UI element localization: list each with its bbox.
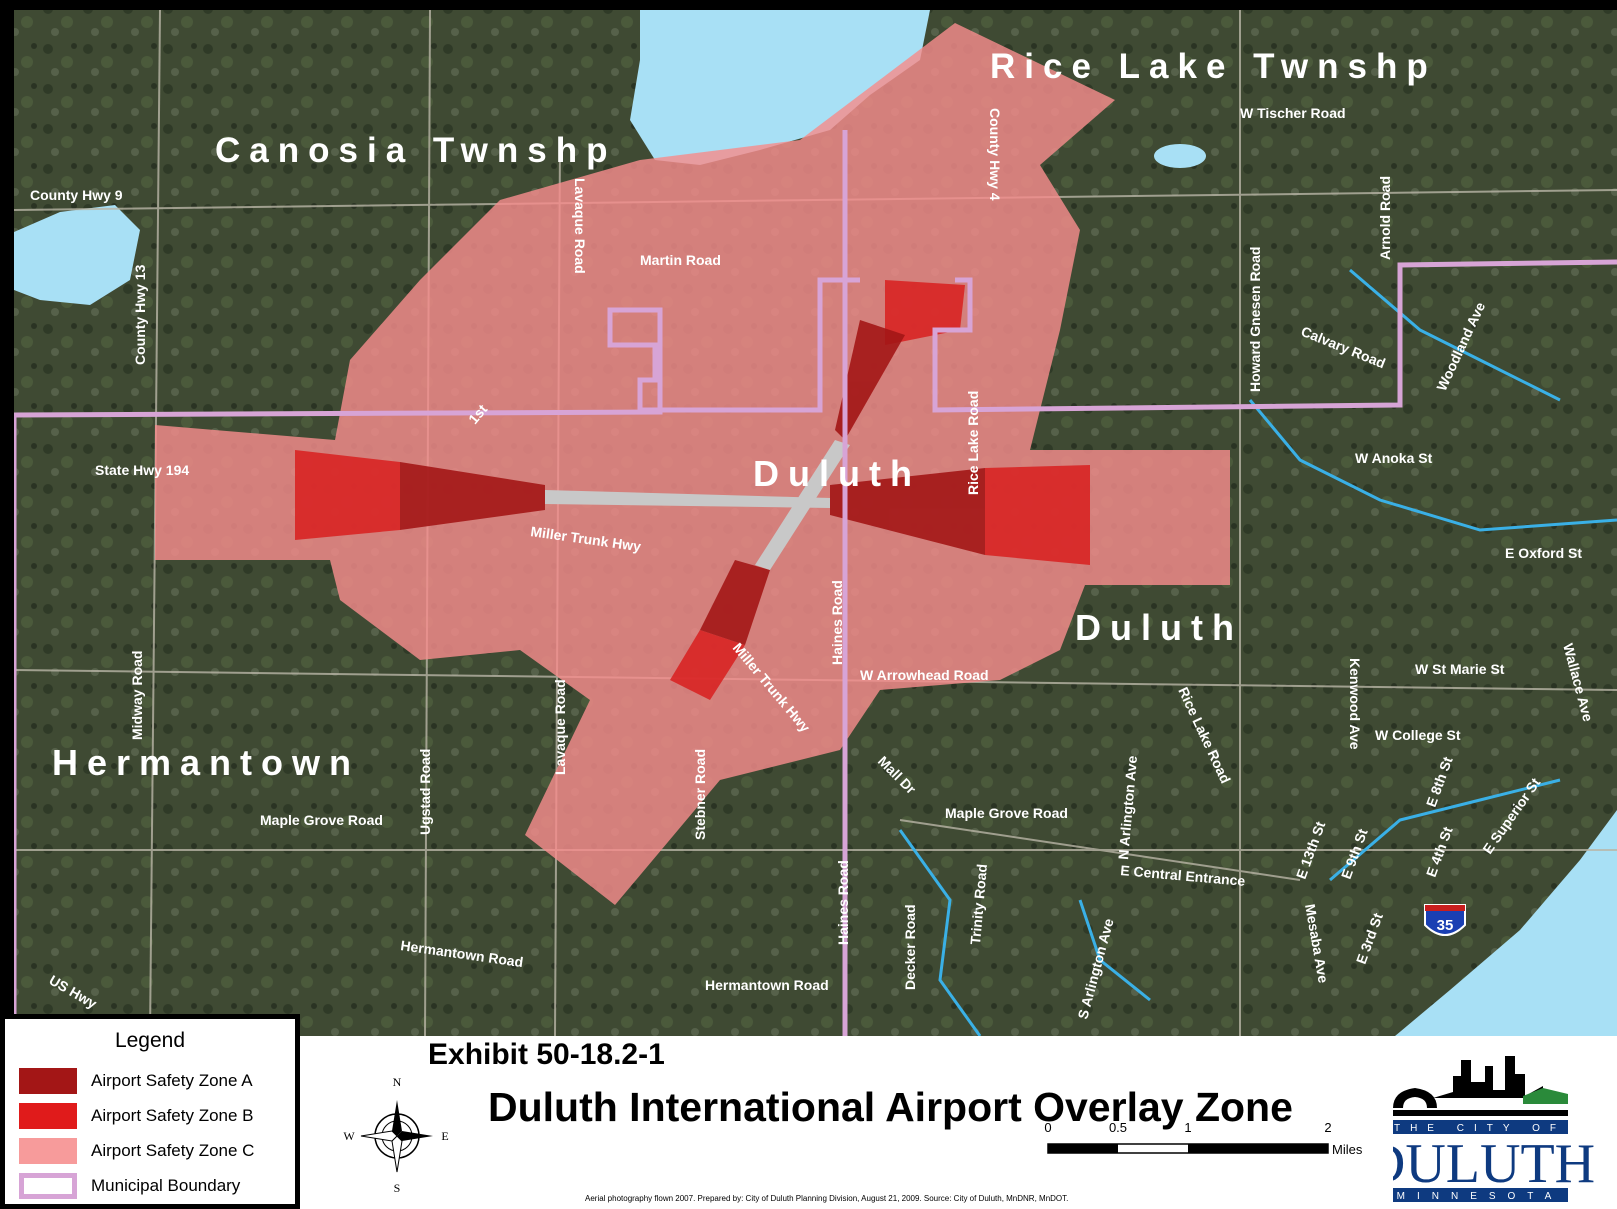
label-duluth-east: Duluth [1075, 607, 1243, 648]
safety-zone-a[interactable] [400, 320, 985, 645]
municipal-boundary[interactable] [14, 130, 1617, 1036]
legend: Legend Airport Safety Zone A Airport Saf… [0, 1014, 300, 1209]
runways [545, 440, 850, 570]
road-label: E Oxford St [1505, 545, 1582, 561]
scale-unit: Miles [1332, 1142, 1363, 1157]
legend-item-municipal-boundary: Municipal Boundary [19, 1172, 240, 1200]
legend-label: Airport Safety Zone A [91, 1071, 253, 1090]
road-label: Arnold Road [1377, 176, 1393, 260]
road-label: W Tischer Road [1240, 105, 1346, 121]
safety-zone-b[interactable] [295, 280, 1090, 700]
legend-item-zone-b: Airport Safety Zone B [19, 1102, 254, 1130]
road-label: State Hwy 194 [95, 462, 189, 478]
road-label: Stebner Road [692, 749, 708, 840]
legend-label: Airport Safety Zone C [91, 1141, 255, 1160]
logo-bottom-text: MINNESOTA [1397, 1191, 1564, 1202]
road-label: W Anoka St [1355, 450, 1433, 466]
lake-superior [1395, 810, 1617, 1036]
road-label: W Arrowhead Road [860, 667, 989, 683]
legend-item-zone-a: Airport Safety Zone A [19, 1067, 253, 1095]
streams [898, 268, 1617, 1036]
road-label: Trinity Road [967, 863, 990, 945]
legend-item-zone-c: Airport Safety Zone C [19, 1137, 254, 1165]
label-hermantown: Hermantown [52, 742, 360, 783]
compass-n: N [393, 1075, 402, 1089]
legend-label: Airport Safety Zone B [91, 1106, 254, 1125]
safety-zone-c[interactable] [155, 23, 1230, 905]
road-label: Maple Grove Road [945, 805, 1068, 821]
legend-swatch-zone-b [19, 1103, 77, 1129]
road-label: W College St [1375, 727, 1461, 743]
road-label: Kenwood Ave [1347, 658, 1363, 750]
compass-w: W [343, 1129, 355, 1143]
scale-tick-2: 2 [1324, 1120, 1331, 1135]
compass-rose-icon: N S E W [343, 1075, 448, 1194]
road-label: Martin Road [640, 252, 721, 268]
compass-e: E [441, 1129, 448, 1143]
road-label: Ugstad Road [417, 749, 433, 835]
road-label: W St Marie St [1415, 661, 1505, 677]
road-label: Maple Grove Road [260, 812, 383, 828]
scale-bar: 0 0.5 1 2 Miles [1044, 1120, 1363, 1157]
label-canosia-twnshp: Canosia Twnshp [215, 131, 617, 170]
small-lake [1154, 144, 1206, 168]
label-rice-lake-twnshp: Rice Lake Twnshp [990, 47, 1437, 86]
aerial-map[interactable]: Canosia Twnshp Rice Lake Twnshp Duluth D… [14, 10, 1617, 1036]
credits-text: Aerial photography flown 2007. Prepared … [585, 1194, 1069, 1203]
legend-label: Municipal Boundary [91, 1176, 241, 1195]
road-label: Lavaque Road [572, 178, 588, 274]
lake-west [14, 205, 140, 305]
road-label: County Hwy 9 [30, 187, 123, 203]
road-label: Haines Road [835, 860, 851, 945]
logo-name: DULUTH [1393, 1133, 1595, 1195]
lake-north [630, 10, 930, 165]
scale-tick-0-5: 0.5 [1109, 1120, 1127, 1135]
city-of-duluth-logo-icon: THE CITY OF DULUTH MINNESOTA [1393, 1056, 1595, 1202]
road-label: Decker Road [902, 904, 918, 990]
legend-swatch-zone-c [19, 1138, 77, 1164]
legend-swatch-boundary [19, 1173, 77, 1199]
road-label: Howard Gnesen Road [1247, 247, 1263, 392]
road-label: Rice Lake Road [965, 391, 981, 495]
interstate-35-label: 35 [1437, 917, 1454, 934]
scale-tick-1: 1 [1184, 1120, 1191, 1135]
road-label: County Hwy 4 [987, 108, 1003, 201]
legend-swatch-zone-a [19, 1068, 77, 1094]
exhibit-number: Exhibit 50-18.2-1 [428, 1038, 665, 1071]
label-duluth-center: Duluth [753, 453, 921, 494]
road-label: Haines Road [829, 580, 845, 665]
road-label: County Hwy 13 [132, 264, 148, 365]
road-label: Midway Road [129, 651, 145, 740]
scale-tick-0: 0 [1044, 1120, 1051, 1135]
map-title: Duluth International Airport Overlay Zon… [488, 1084, 1293, 1130]
road-label: Hermantown Road [705, 977, 829, 993]
compass-s: S [394, 1181, 401, 1194]
interstate-35-shield: 35 [1424, 904, 1466, 936]
legend-title: Legend [114, 1029, 186, 1052]
logo-top-text: THE CITY OF [1394, 1123, 1566, 1134]
road-label: Lavaque Road [552, 679, 568, 775]
